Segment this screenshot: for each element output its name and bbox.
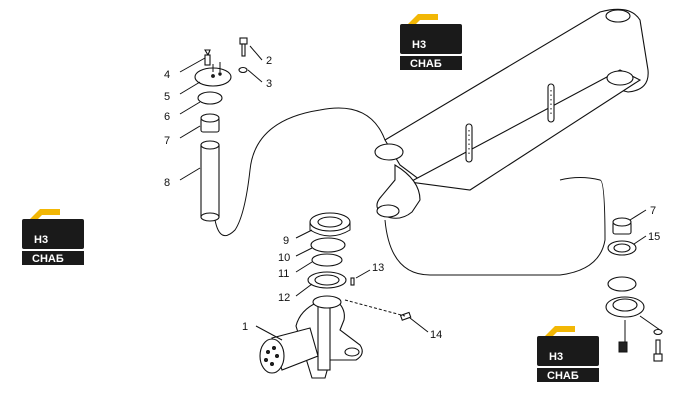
callout-label: 1: [242, 321, 248, 333]
callout-label: 13: [372, 262, 384, 274]
watermark-logo-top: H3 CHAБ: [400, 14, 462, 70]
callout-leaders: [179, 45, 647, 341]
bolt-right: [653, 328, 663, 362]
grease-fitting-right: [618, 341, 628, 353]
grease-fitting-4: [204, 49, 211, 66]
callout-label: 3: [266, 78, 272, 90]
bearing-12: [307, 271, 347, 289]
callout-label: 5: [164, 91, 170, 103]
svg-text:CHAБ: CHAБ: [32, 253, 64, 265]
callout-label: 12: [278, 292, 290, 304]
callout-label: 6: [164, 111, 170, 123]
pin-8: [200, 140, 220, 222]
set-screw-14: [399, 311, 412, 321]
callout-label: 10: [278, 252, 290, 264]
cap-plate-5: [194, 62, 232, 87]
callout-label: 15: [648, 231, 660, 243]
washer-15: [607, 240, 637, 256]
svg-text:CHAБ: CHAБ: [547, 370, 579, 382]
callout-label: 7: [650, 205, 656, 217]
pin-13: [350, 277, 355, 286]
svg-text:H3: H3: [549, 351, 563, 363]
callout-label: 7: [164, 135, 170, 147]
ring-9: [309, 212, 351, 237]
washer-3: [238, 66, 248, 74]
bushing-7-right: [612, 217, 632, 235]
watermark-logo-bottom: H3 CHAБ: [537, 326, 599, 382]
callout-label: 9: [283, 235, 289, 247]
steering-knuckle-1: [259, 295, 363, 379]
bolt-2: [239, 37, 248, 57]
frame-arm: [374, 8, 649, 219]
svg-text:CHAБ: CHAБ: [410, 58, 442, 70]
callout-label: 11: [278, 268, 289, 280]
seal-10: [310, 237, 346, 253]
callout-labels: 4 2 3 5 6 7 8 9 10 11 12 13 1 14 7 15: [164, 55, 660, 341]
callout-label: 4: [164, 69, 170, 81]
callout-label: 8: [164, 177, 170, 189]
shim-right: [607, 276, 637, 292]
connector-pin-to-frame: [214, 107, 386, 237]
callout-label: 14: [430, 329, 442, 341]
svg-text:H3: H3: [34, 234, 48, 246]
connector-frame-to-right: [384, 177, 606, 276]
bushing-7-left: [200, 113, 220, 133]
cap-plate-right: [605, 296, 661, 342]
svg-text:H3: H3: [412, 39, 426, 51]
shim-6: [197, 91, 223, 105]
callout-label: 2: [266, 55, 272, 67]
o-ring-11: [311, 253, 343, 267]
watermark-logo-left: H3 CHAБ: [22, 209, 84, 265]
